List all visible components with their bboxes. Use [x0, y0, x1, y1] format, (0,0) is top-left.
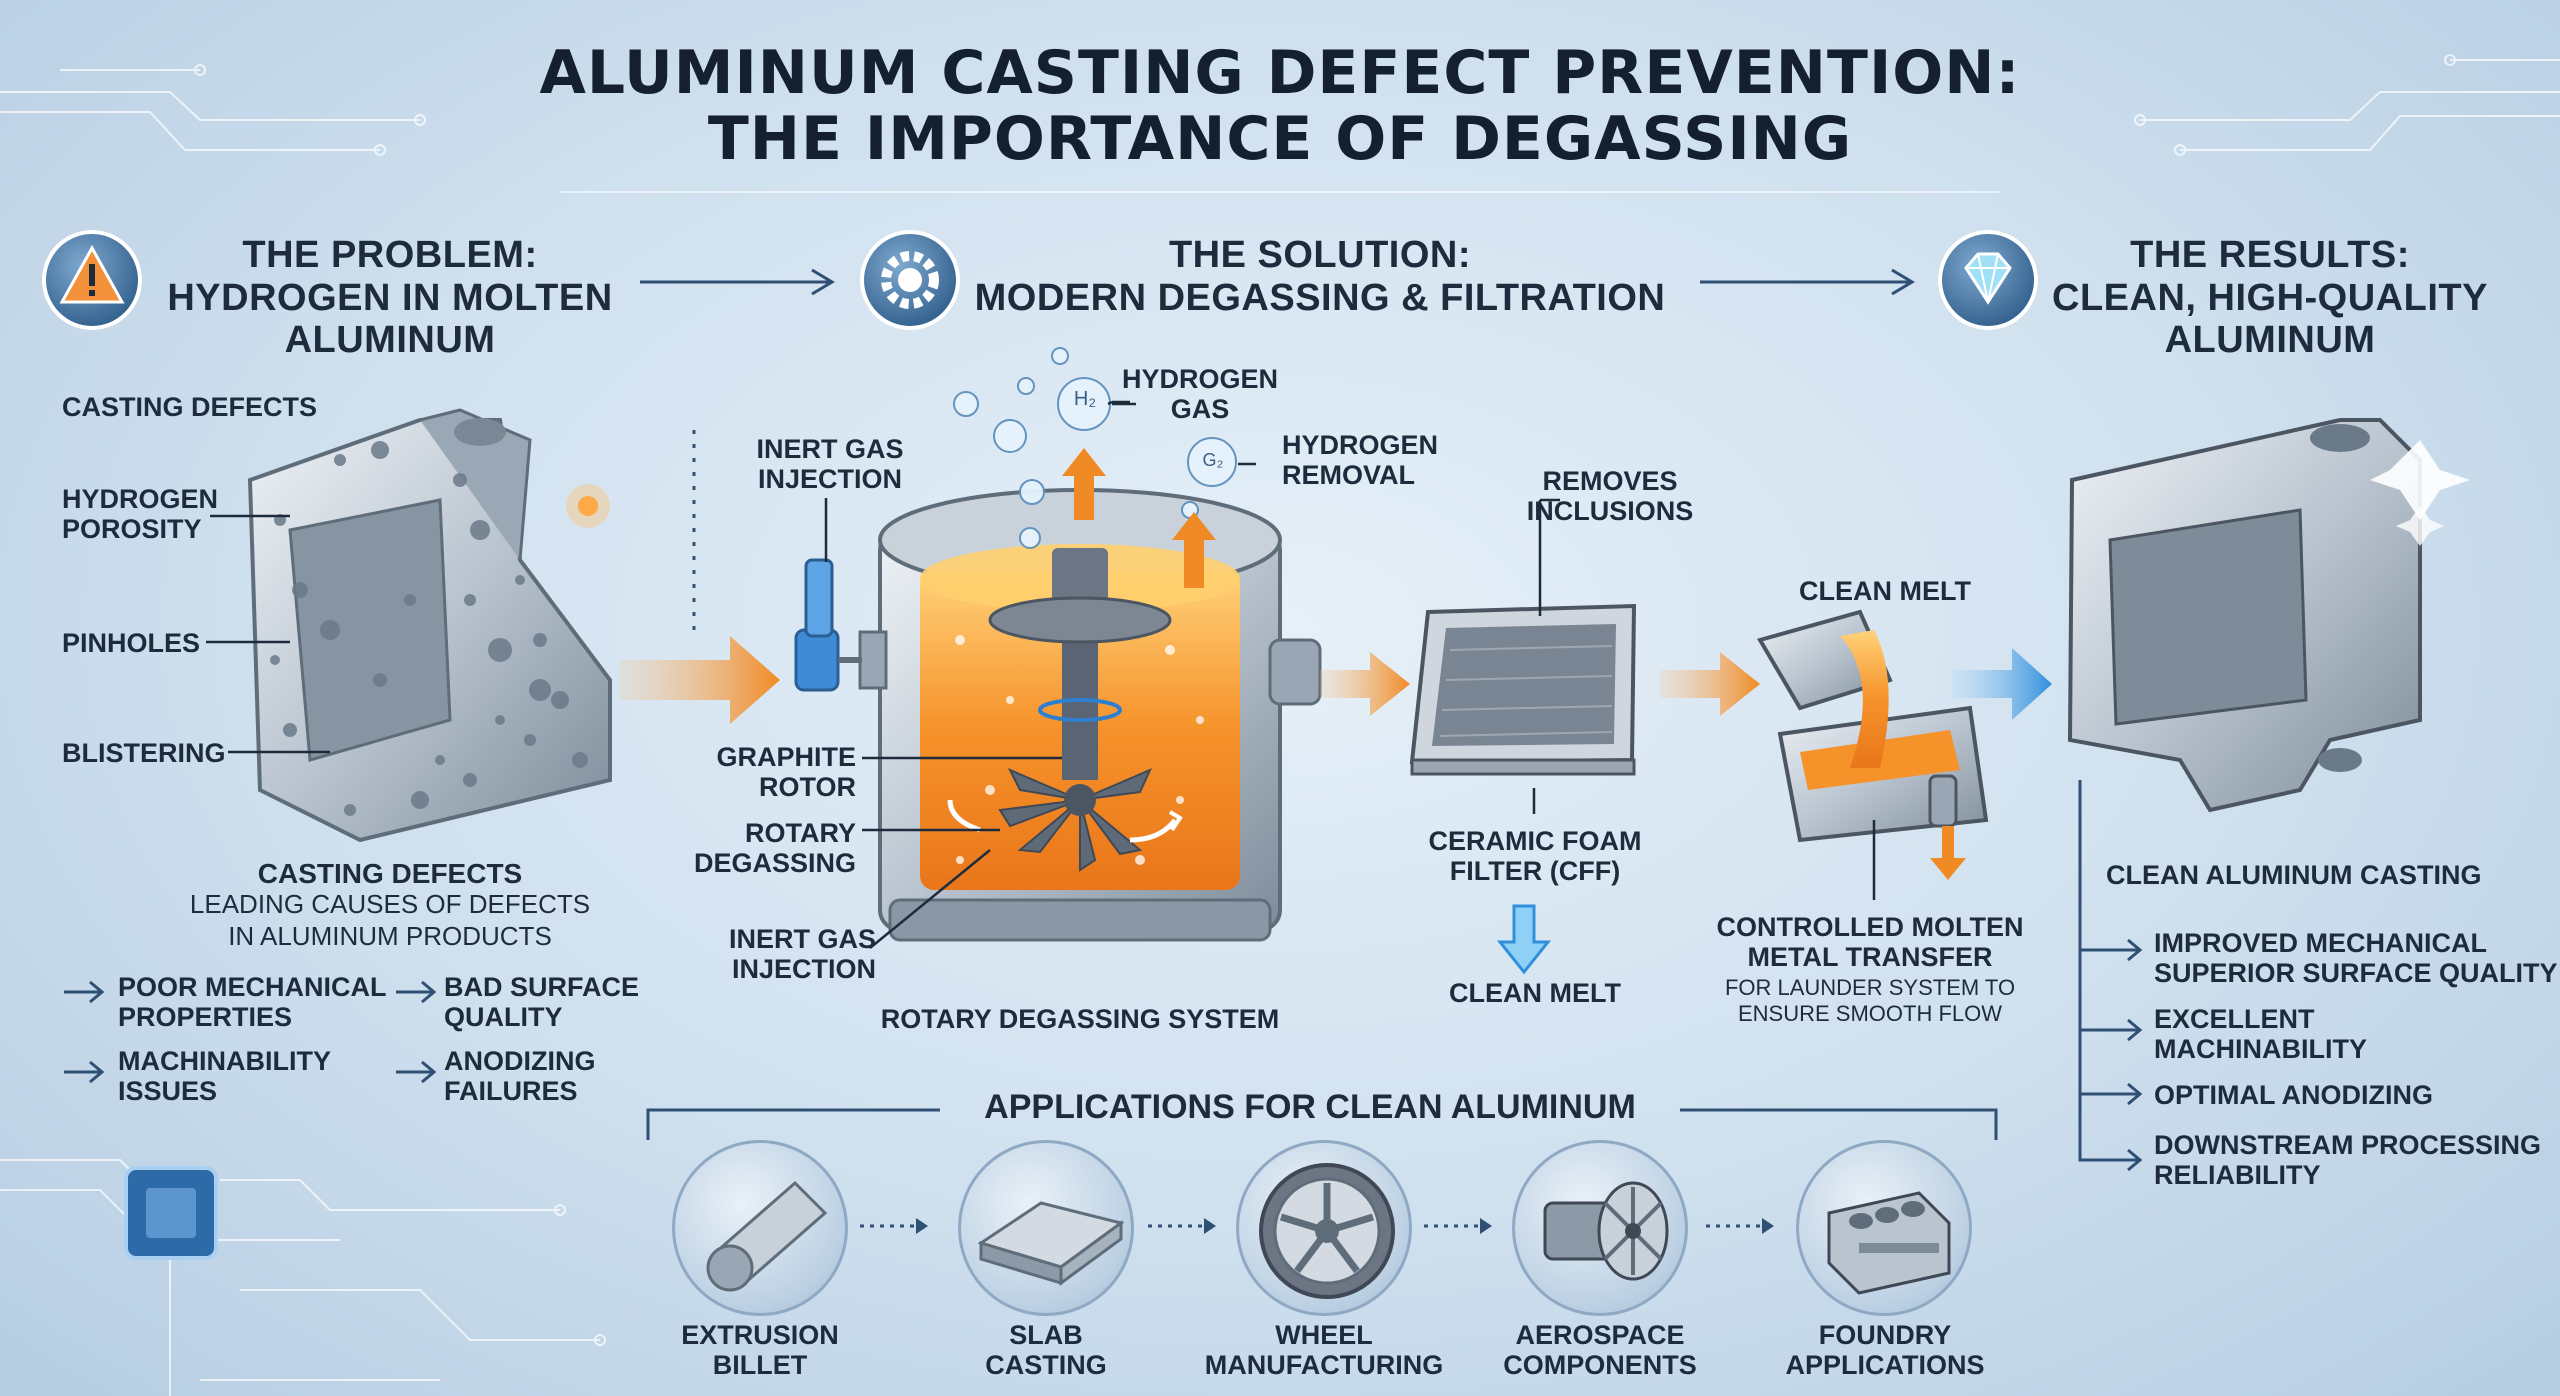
hydrogen-porosity-label: HYDROGEN POROSITY	[62, 484, 219, 545]
flow-arrow-3	[1660, 652, 1760, 716]
controlled-transfer-sub-line1: FOR LAUNDER SYSTEM TO	[1724, 975, 2016, 1000]
result-item-downstream: DOWNSTREAM PROCESSING RELIABILITY	[2154, 1130, 2542, 1191]
rising-arrows	[1062, 448, 1216, 588]
controlled-transfer-sub-line2: ENSURE SMOOTH FLOW	[1737, 1001, 2002, 1026]
h2-bubble-text: H₂	[1073, 388, 1097, 410]
defect-leader-lines	[206, 514, 330, 754]
inert-gas-injection-top-label: INERT GAS INJECTION	[756, 434, 904, 495]
application-label-aerospace: AEROSPACE COMPONENTS	[1503, 1320, 1697, 1381]
diamond-icon	[1938, 230, 2038, 330]
applications-bracket	[646, 1108, 1998, 1140]
header-arrow-1	[640, 268, 835, 296]
header-arrow-2	[1700, 268, 1915, 296]
inert-gas-injection-bottom-label: INERT GAS INJECTION	[728, 924, 876, 985]
degassing-vessel-illustration	[794, 488, 1322, 942]
porous-casting-illustration	[247, 408, 612, 843]
solution-leader-lines	[824, 400, 1256, 949]
casting-defects-caption-line2: IN ALUMINUM PRODUCTS	[228, 921, 552, 951]
clean-melt-bottom-label: CLEAN MELT	[1449, 978, 1621, 1008]
clean-casting-label: CLEAN ALUMINUM CASTING	[2106, 860, 2482, 890]
billet-icon	[672, 1140, 848, 1316]
rotary-degassing-label: ROTARY DEGASSING	[693, 818, 856, 879]
hydrogen-removal-label: HYDROGEN REMOVAL	[1282, 430, 1439, 491]
filter-leader-lines	[1532, 498, 1560, 814]
ceramic-foam-filter-illustration	[1409, 603, 1637, 776]
result-item-mechanical: IMPROVED MECHANICAL SUPERIOR SURFACE QUA…	[2154, 928, 2558, 989]
slab-icon	[958, 1140, 1134, 1316]
circuit-decoration-right	[2134, 54, 2560, 156]
turbine-icon	[1512, 1140, 1688, 1316]
hydrogen-bubbles	[953, 347, 1237, 549]
gear-icon	[860, 230, 960, 330]
warning-icon	[42, 230, 142, 330]
problem-header: THE PROBLEM: HYDROGEN IN MOLTEN ALUMINUM	[167, 234, 613, 362]
engine-block-icon	[1796, 1140, 1972, 1316]
down-arrow-icon	[1496, 904, 1552, 975]
launder-illustration	[1756, 609, 1989, 880]
clean-melt-top-label: CLEAN MELT	[1799, 576, 1971, 606]
problem-item-anodizing: ANODIZING FAILURES	[444, 1046, 596, 1107]
problem-bullet-arrows	[64, 980, 437, 1084]
casting-defects-caption-line1: LEADING CAUSES OF DEFECTS	[189, 889, 591, 919]
solution-header: THE SOLUTION: MODERN DEGASSING & FILTRAT…	[974, 234, 1666, 319]
hydrogen-gas-label: HYDROGEN GAS	[1121, 364, 1278, 425]
application-label-foundry: FOUNDRY APPLICATIONS	[1785, 1320, 1985, 1381]
g2-bubble-text: G₂	[1202, 450, 1224, 470]
blistering-label: BLISTERING	[62, 738, 226, 768]
casting-defects-caption-title: CASTING DEFECTS	[257, 858, 523, 889]
result-item-anodizing: OPTIMAL ANODIZING	[2154, 1080, 2433, 1110]
removes-inclusions-label: REMOVES INCLUSIONS	[1526, 466, 1694, 527]
page-title-line1: ALUMINUM CASTING DEFECT PREVENTION:	[539, 38, 2021, 108]
flow-arrow-2	[1320, 652, 1410, 716]
page-title-line2: THE IMPORTANCE OF DEGASSING	[707, 104, 1853, 174]
pinholes-label: PINHOLES	[62, 628, 201, 658]
flow-arrow-4	[1952, 648, 2052, 720]
wheel-icon	[1236, 1140, 1412, 1316]
chip-icon	[124, 1166, 218, 1260]
results-bracket	[2078, 780, 2143, 1172]
flow-arrow-1	[620, 636, 780, 724]
problem-item-mechanical: POOR MECHANICAL PROPERTIES	[118, 972, 387, 1033]
casting-defects-label: CASTING DEFECTS	[62, 392, 318, 422]
application-label-slab: SLAB CASTING	[985, 1320, 1107, 1381]
application-label-wheel: WHEEL MANUFACTURING	[1204, 1320, 1444, 1381]
problem-item-machinability: MACHINABILITY ISSUES	[118, 1046, 331, 1107]
graphite-rotor-label: GRAPHITE ROTOR	[716, 742, 856, 803]
rotary-degassing-system-caption: ROTARY DEGASSING SYSTEM	[880, 1004, 1280, 1034]
ceramic-foam-filter-label: CERAMIC FOAM FILTER (CFF)	[1428, 826, 1642, 887]
applications-header: APPLICATIONS FOR CLEAN ALUMINUM	[984, 1088, 1636, 1126]
results-header: THE RESULTS: CLEAN, HIGH-QUALITY ALUMINU…	[2052, 234, 2488, 362]
result-item-machinability: EXCELLENT MACHINABILITY	[2154, 1004, 2367, 1065]
application-label-extrusion: EXTRUSION BILLET	[681, 1320, 839, 1381]
problem-item-surface: BAD SURFACE QUALITY	[444, 972, 640, 1033]
clean-casting-illustration	[2067, 418, 2470, 813]
controlled-transfer-label: CONTROLLED MOLTEN METAL TRANSFER	[1716, 912, 2024, 973]
